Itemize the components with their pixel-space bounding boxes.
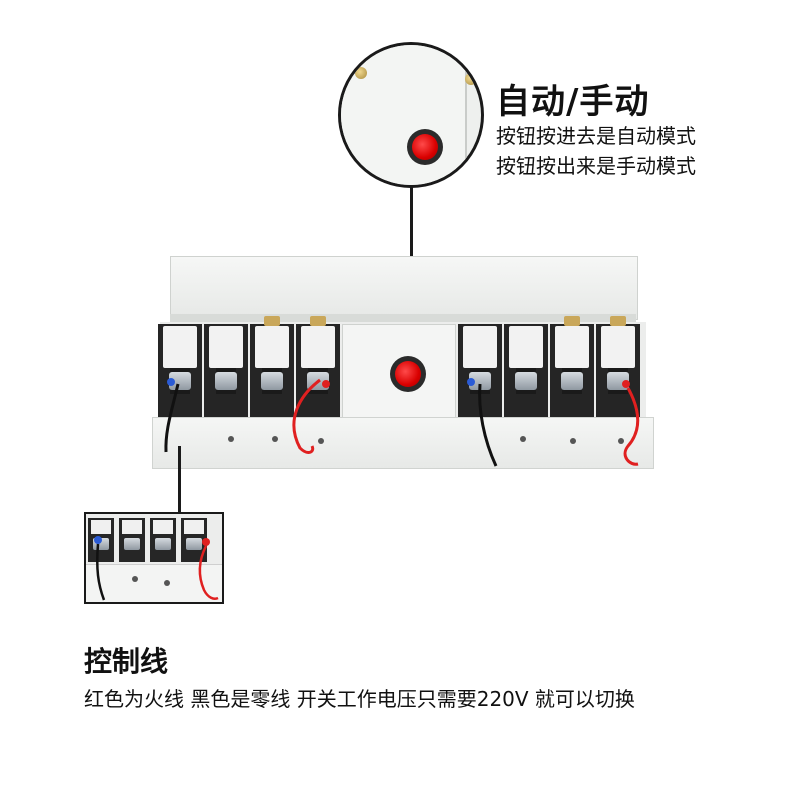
control-wire-description: 红色为火线 黑色是零线 开关工作电压只需要220V 就可以切换 — [84, 687, 635, 711]
control-wire-title: 控制线 — [84, 645, 169, 678]
terminal-block-icon — [204, 324, 248, 418]
terminal-block-icon — [504, 324, 548, 418]
terminal-block-icon — [119, 518, 145, 562]
terminal-block-icon — [596, 316, 640, 418]
red-wire-right — [623, 387, 640, 466]
center-control-panel — [342, 324, 456, 422]
terminal-block-icon — [150, 518, 176, 562]
screw-icon — [355, 67, 367, 79]
auto-manual-title: 自动/手动 — [496, 82, 650, 122]
terminal-block-icon — [550, 316, 594, 418]
transfer-switch-device — [152, 252, 654, 472]
black-wire-right — [478, 383, 498, 467]
auto-manual-button[interactable] — [395, 361, 421, 387]
leader-line-bottom — [178, 446, 181, 514]
terminal-block-icon — [158, 324, 202, 418]
manual-mode-text: 按钮按出来是手动模式 — [496, 154, 696, 178]
red-push-button-icon — [412, 134, 438, 160]
screw-icon — [465, 73, 477, 85]
button-zoom-circle — [338, 42, 484, 188]
terminal-block-icon — [250, 316, 294, 418]
red-wire-left — [292, 378, 321, 454]
wire-zoom-inset — [84, 512, 224, 604]
auto-mode-text: 按钮按进去是自动模式 — [496, 124, 696, 148]
black-wire-left — [164, 383, 180, 453]
